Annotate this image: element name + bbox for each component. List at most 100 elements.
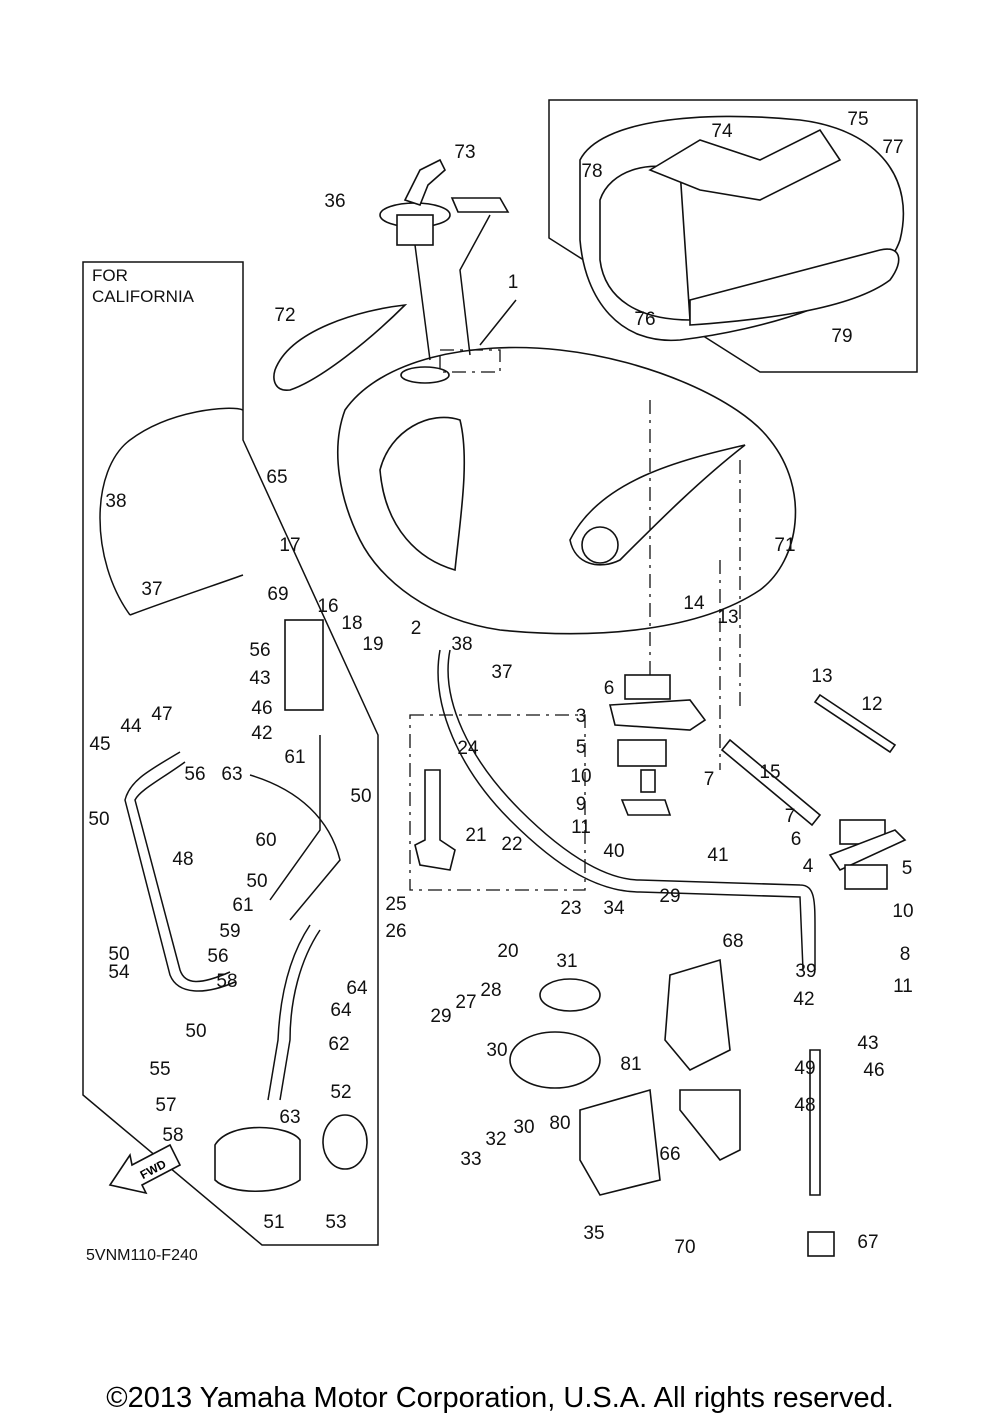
callout-81: 81 [620, 1054, 641, 1075]
plate-9 [620, 799, 672, 816]
callout-45: 45 [89, 734, 110, 755]
california-box-title-line1: FOR [92, 266, 128, 285]
callout-10: 10 [892, 901, 913, 922]
callout-34: 34 [603, 898, 625, 919]
callout-1: 1 [508, 272, 519, 293]
callout-69: 69 [267, 584, 288, 605]
callout-56: 56 [184, 764, 205, 785]
callout-10: 10 [570, 766, 591, 787]
hose-60 [249, 735, 341, 921]
california-box-title-line2: CALIFORNIA [92, 287, 195, 306]
callout-55: 55 [149, 1059, 170, 1080]
callout-14: 14 [683, 593, 705, 614]
callout-13: 13 [717, 607, 738, 628]
callout-35: 35 [583, 1223, 604, 1244]
callout-18: 18 [341, 613, 362, 634]
callout-8: 8 [900, 944, 911, 965]
caution-label [450, 197, 510, 213]
callout-74: 74 [711, 121, 733, 142]
callout-56: 56 [249, 640, 270, 661]
callout-33: 33 [460, 1149, 481, 1170]
hose-37 [447, 649, 816, 970]
callout-58: 58 [216, 971, 237, 992]
callout-38: 38 [451, 634, 472, 655]
callout-64: 64 [346, 978, 368, 999]
callout-27: 27 [455, 992, 476, 1013]
callout-11: 11 [893, 976, 913, 997]
california-tank-outline [99, 407, 244, 616]
callout-17: 17 [279, 535, 300, 556]
callout-50: 50 [350, 786, 371, 807]
inset-emblem [648, 128, 842, 201]
callout-43: 43 [249, 668, 270, 689]
diagram-code: 5VNM110-F240 [86, 1247, 198, 1264]
callout-13: 13 [811, 666, 832, 687]
callout-7: 7 [704, 769, 715, 790]
bolt-12 [813, 693, 897, 754]
callout-50: 50 [88, 809, 109, 830]
bracket-52 [322, 1114, 368, 1170]
callout-68: 68 [722, 931, 743, 952]
fuel-cap-key [403, 158, 446, 206]
inset-lower-panel [689, 248, 900, 326]
damper-5b [844, 864, 888, 890]
callout-44: 44 [120, 716, 142, 737]
canister-51 [214, 1126, 301, 1193]
callout-9: 9 [576, 794, 587, 815]
callout-32: 32 [485, 1129, 506, 1150]
callout-labels: 7475777876797336172651716181923871141313… [88, 109, 913, 1258]
callout-73: 73 [454, 142, 475, 163]
callout-12: 12 [861, 694, 882, 715]
callout-76: 76 [634, 309, 655, 330]
callout-80: 80 [549, 1113, 570, 1134]
hose-37-inner [437, 649, 804, 971]
fuel-cock [414, 769, 456, 871]
callout-30: 30 [513, 1117, 534, 1138]
callout-29: 29 [659, 886, 680, 907]
leader-lines-top [414, 214, 517, 361]
callout-39: 39 [795, 961, 816, 982]
callout-36: 36 [324, 191, 345, 212]
callout-42: 42 [251, 723, 272, 744]
callout-79: 79 [831, 326, 852, 347]
callout-60: 60 [255, 830, 276, 851]
callout-16: 16 [317, 596, 338, 617]
callout-71: 71 [774, 535, 795, 556]
bracket-4 [828, 829, 907, 872]
callout-75: 75 [847, 109, 868, 130]
fuel-cock-20-box [409, 714, 586, 891]
callout-2: 2 [411, 618, 422, 639]
bracket-main [664, 958, 731, 1071]
callout-29: 29 [430, 1006, 451, 1027]
callout-47: 47 [151, 704, 172, 725]
callout-61: 61 [232, 895, 253, 916]
canister [284, 619, 324, 711]
filler-opening [400, 366, 450, 384]
callout-24: 24 [457, 738, 479, 759]
callout-28: 28 [480, 980, 501, 1001]
hose-48-right [809, 1049, 821, 1196]
callout-37: 37 [491, 662, 512, 683]
callout-54: 54 [108, 962, 130, 983]
cover-35 [579, 1088, 661, 1196]
callout-66: 66 [659, 1144, 680, 1165]
callout-63: 63 [221, 764, 242, 785]
callout-6: 6 [604, 678, 615, 699]
hose-62 [267, 924, 321, 1101]
callout-78: 78 [581, 161, 602, 182]
callout-21: 21 [465, 825, 486, 846]
callout-19: 19 [362, 634, 383, 655]
hose-48-cal-inner [124, 751, 236, 992]
callout-46: 46 [251, 698, 272, 719]
callout-51: 51 [263, 1212, 284, 1233]
callout-30: 30 [486, 1040, 507, 1061]
callout-67: 67 [857, 1232, 878, 1253]
callout-48: 48 [794, 1095, 815, 1116]
pipe-15 [720, 738, 822, 827]
callout-50: 50 [246, 871, 267, 892]
callout-4: 4 [803, 856, 814, 877]
callout-38: 38 [105, 491, 126, 512]
callout-57: 57 [155, 1095, 176, 1116]
